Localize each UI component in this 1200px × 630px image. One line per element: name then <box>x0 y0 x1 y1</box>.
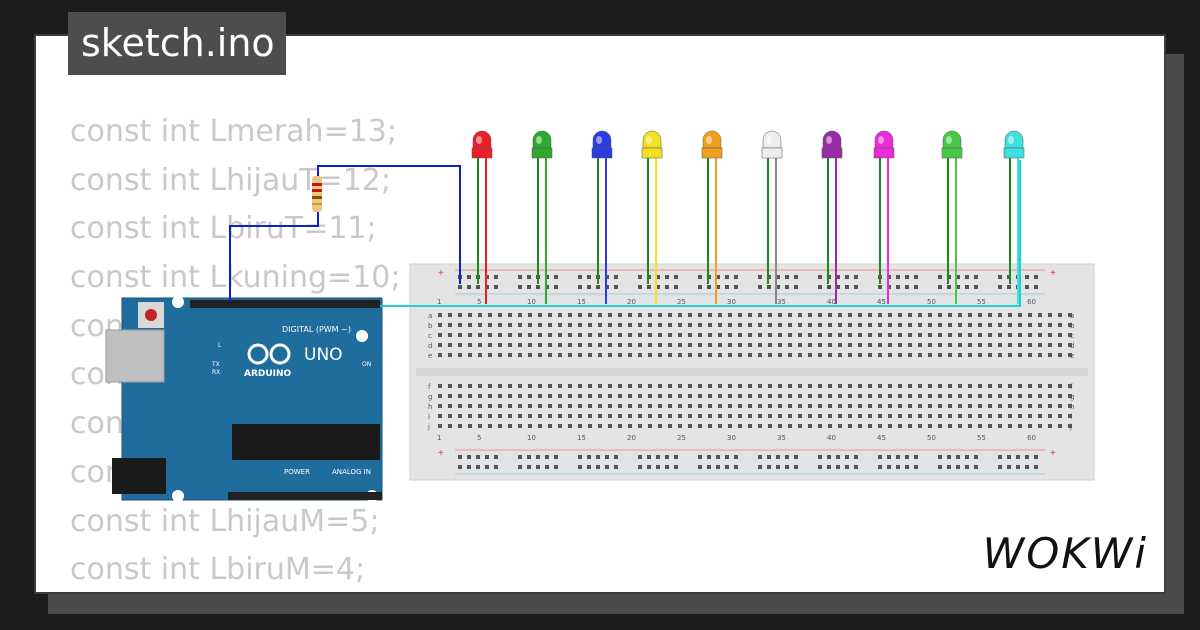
column-number: 45 <box>877 434 886 442</box>
file-tab[interactable]: sketch.ino <box>68 12 286 75</box>
code-listing: const int Lmerah=13; const int LhijauT=12… <box>70 108 401 592</box>
analog-label: ANALOG IN <box>332 468 371 476</box>
column-number: 40 <box>827 434 836 442</box>
code-line: const int Lkuning=10; <box>70 260 401 296</box>
led[interactable] <box>531 130 553 304</box>
column-number: 60 <box>1027 434 1036 442</box>
row-letter: d <box>428 342 432 350</box>
row-letter: h <box>428 403 432 411</box>
row-letter: c <box>1070 332 1074 340</box>
rail-plus-bottom: + <box>438 448 444 459</box>
column-number: 50 <box>927 298 936 306</box>
row-letter: h <box>1070 403 1074 411</box>
row-letter: g <box>428 393 432 401</box>
breadboard: 1155101015152020252530303535404045455050… <box>409 263 1095 481</box>
column-number: 20 <box>627 434 636 442</box>
column-number: 5 <box>477 434 481 442</box>
column-number: 20 <box>627 298 636 306</box>
row-letter: b <box>1070 322 1075 330</box>
power-label: POWER <box>284 468 310 476</box>
column-number: 30 <box>727 298 736 306</box>
column-number: 30 <box>727 434 736 442</box>
tx-label: TX <box>211 361 220 368</box>
row-letter: f <box>1070 383 1073 391</box>
on-label: ON <box>362 361 371 368</box>
row-letter: f <box>428 383 431 391</box>
wokwi-logo: WOKWi <box>982 529 1148 578</box>
code-line: const int LhijauM=5; <box>70 503 380 539</box>
column-number: 10 <box>527 434 536 442</box>
usb-port <box>105 329 165 383</box>
led[interactable] <box>941 130 963 304</box>
arduino-logo-icon <box>247 343 291 365</box>
row-letter: i <box>1070 413 1072 421</box>
column-number: 35 <box>777 298 786 306</box>
row-letter: j <box>1069 423 1072 431</box>
row-letter: d <box>1070 342 1074 350</box>
column-number: 5 <box>477 298 481 306</box>
column-number: 45 <box>877 298 886 306</box>
board-model: UNO <box>304 345 343 365</box>
rail-plus-top-right: + <box>1050 268 1056 279</box>
column-number: 40 <box>827 298 836 306</box>
column-number: 35 <box>777 434 786 442</box>
board-brand: ARDUINO <box>244 369 292 379</box>
resistor[interactable] <box>312 176 322 212</box>
wires <box>229 160 1021 307</box>
led[interactable] <box>761 130 783 304</box>
column-number: 55 <box>977 298 986 306</box>
column-number: 1 <box>437 298 441 306</box>
led[interactable] <box>591 130 613 304</box>
code-line: const int LhijauT=12; <box>70 162 391 198</box>
code-line: const int LbiruT=11; <box>70 211 377 247</box>
column-number: 1 <box>437 434 441 442</box>
wire-cyan-signal <box>380 160 1021 307</box>
atmega-chip <box>232 424 380 460</box>
column-number: 55 <box>977 434 986 442</box>
row-letter: b <box>428 322 433 330</box>
rail-plus-top: + <box>438 268 444 279</box>
row-letter: e <box>428 352 432 360</box>
power-jack <box>112 458 166 494</box>
row-letter: c <box>428 332 432 340</box>
led[interactable] <box>873 130 895 304</box>
column-number: 10 <box>527 298 536 306</box>
rail-plus-bottom-right: + <box>1050 448 1056 459</box>
rx-label: RX <box>212 369 220 376</box>
led-row <box>471 130 1025 304</box>
led[interactable] <box>1003 130 1025 304</box>
led[interactable] <box>471 130 493 304</box>
column-number: 15 <box>577 298 586 306</box>
row-letter: e <box>1070 352 1074 360</box>
row-letter: g <box>1070 393 1074 401</box>
column-number: 25 <box>677 434 686 442</box>
code-line: const int Lmerah=13; <box>70 114 397 149</box>
digital-header[interactable] <box>190 300 380 308</box>
column-number: 25 <box>677 298 686 306</box>
column-number: 50 <box>927 434 936 442</box>
wire-blue-gnd <box>229 212 319 302</box>
code-line: const int LbiruM=4; <box>70 552 366 588</box>
wire-blue-resistor <box>317 165 461 284</box>
row-letter: j <box>427 423 430 431</box>
power-analog-header[interactable] <box>228 492 382 500</box>
row-letter: a <box>428 312 432 320</box>
digital-header-label: DIGITAL (PWM ~) <box>282 325 351 334</box>
l-label: L <box>218 342 222 349</box>
led[interactable] <box>701 130 723 304</box>
arduino-board[interactable]: DIGITAL (PWM ~) UNO ARDUINO POWER ANALOG… <box>105 296 383 502</box>
led[interactable] <box>641 130 663 304</box>
column-number: 60 <box>1027 298 1036 306</box>
column-number: 15 <box>577 434 586 442</box>
led[interactable] <box>821 130 843 304</box>
row-letter: a <box>1070 312 1074 320</box>
row-letter: i <box>428 413 430 421</box>
